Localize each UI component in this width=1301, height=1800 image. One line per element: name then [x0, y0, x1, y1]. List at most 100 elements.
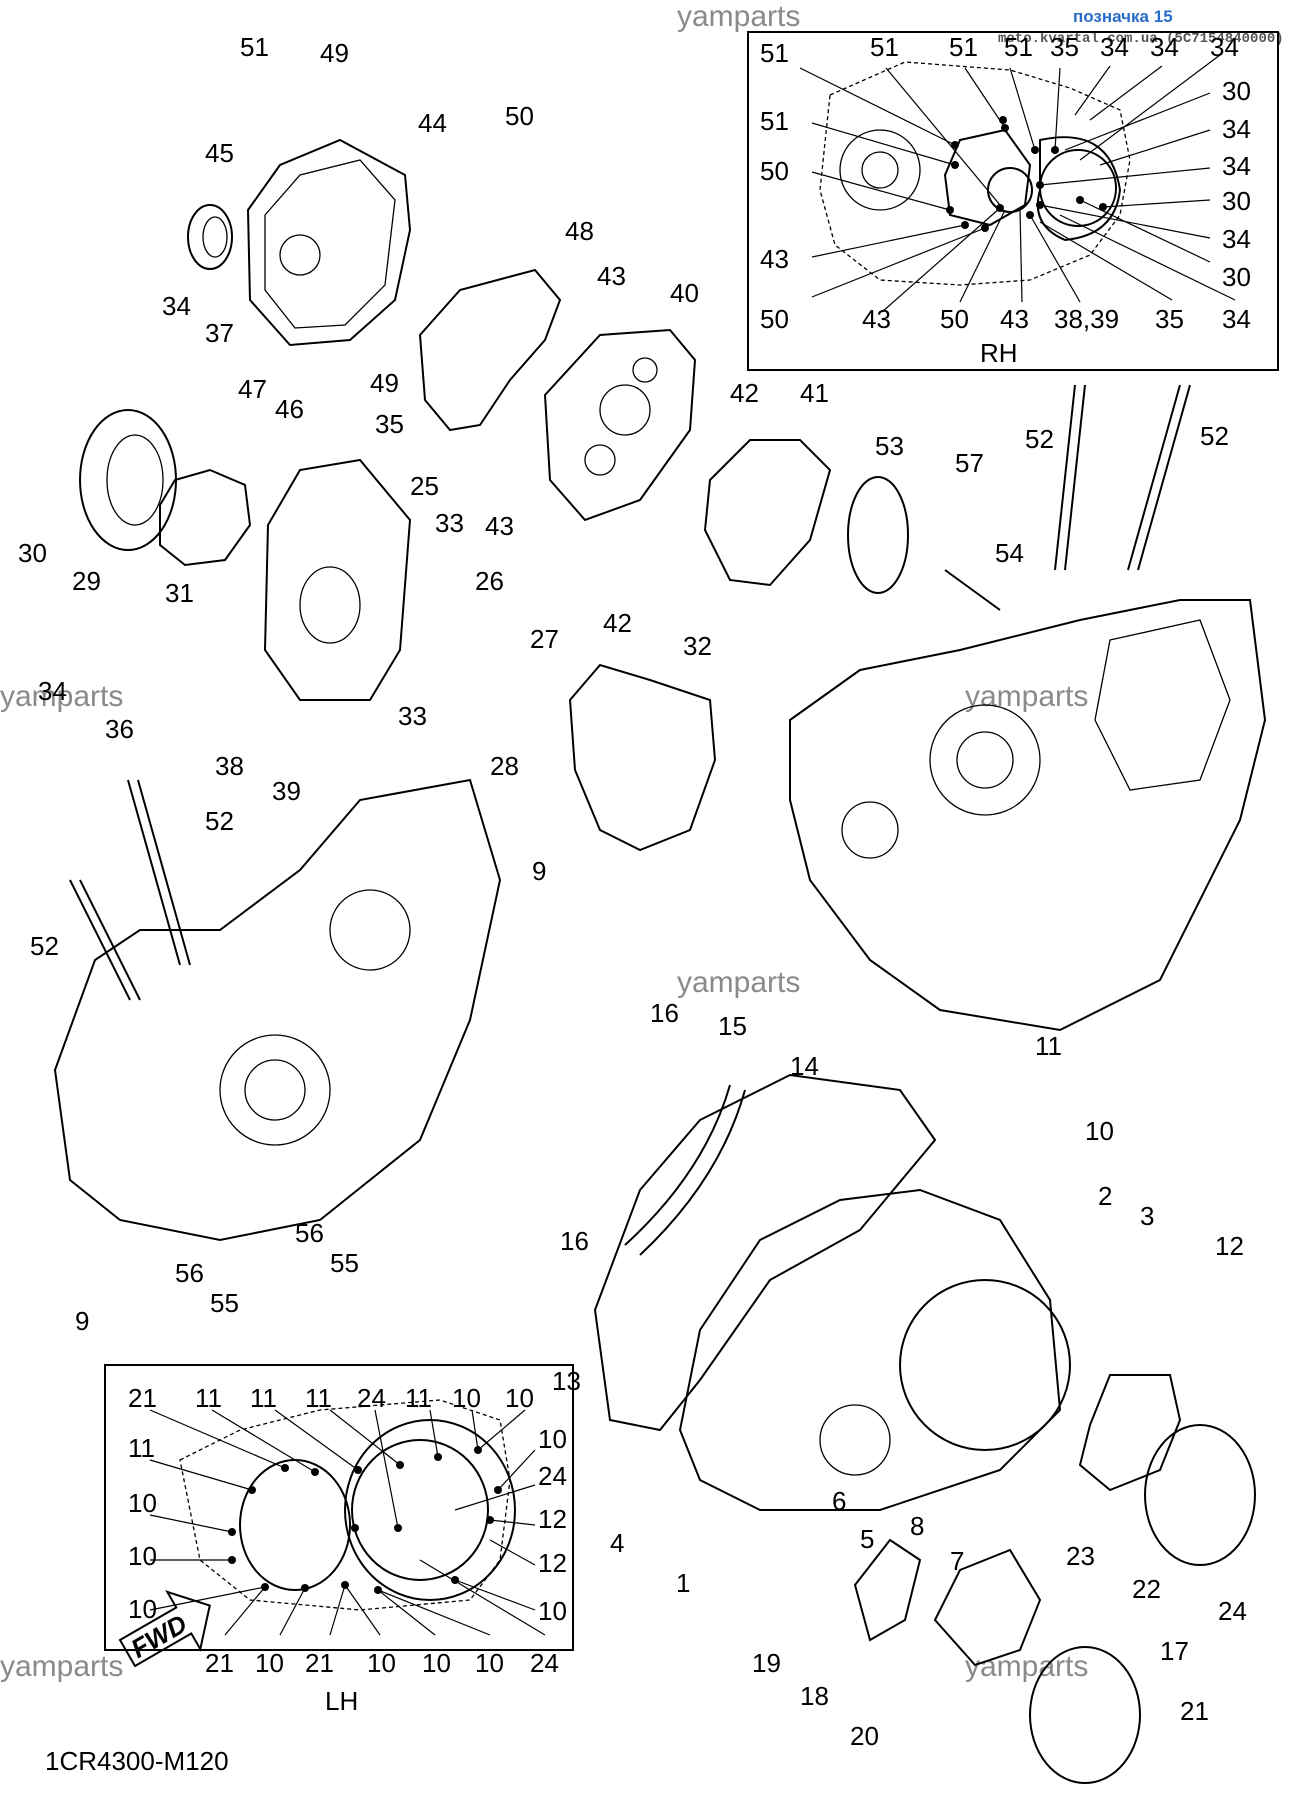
- part-41-gasket: [703, 439, 832, 587]
- source-caption: moto.kvartal.com.ua (5C7154840000): [998, 31, 1284, 47]
- callout: 42: [730, 378, 759, 408]
- callout: 34: [1222, 151, 1251, 181]
- callout: 53: [875, 431, 904, 461]
- callout: 29: [72, 566, 101, 596]
- callout: 1: [676, 1568, 690, 1598]
- part-4-gasket: [593, 1073, 937, 1432]
- callout: 38,39: [1054, 304, 1119, 334]
- callout: 12: [538, 1548, 567, 1578]
- callout: 9: [75, 1306, 89, 1336]
- callout: 10: [538, 1596, 567, 1626]
- callout: 34: [1100, 32, 1129, 62]
- callout: 10: [128, 1541, 157, 1571]
- part-45-seal: [187, 204, 233, 270]
- callout: 19: [752, 1648, 781, 1678]
- callout: 34: [1222, 304, 1251, 334]
- watermark: yamparts: [965, 1650, 1088, 1683]
- callout: 15: [718, 1011, 747, 1041]
- callout: 34: [162, 291, 191, 321]
- callout: 51: [1004, 32, 1033, 62]
- callout: 55: [330, 1248, 359, 1278]
- callout: 51: [760, 38, 789, 68]
- callout: 12: [538, 1504, 567, 1534]
- part-1-cover: [678, 1188, 1071, 1511]
- callout: 21: [128, 1383, 157, 1413]
- watermark: yamparts: [677, 0, 800, 33]
- watermark: yamparts: [677, 966, 800, 999]
- inset-title-lh: LH: [325, 1686, 358, 1716]
- part-29-plate: [79, 409, 177, 551]
- callout: 9: [532, 856, 546, 886]
- callout: 30: [1222, 76, 1251, 106]
- crankcase-right: [789, 599, 1267, 1032]
- watermark: yamparts: [965, 680, 1088, 713]
- callout: 50: [505, 101, 534, 131]
- callout: 14: [790, 1051, 819, 1081]
- callout: 5: [860, 1524, 874, 1554]
- callout: 10: [255, 1648, 284, 1678]
- part-48-gasket: [418, 268, 562, 432]
- callout: 4: [610, 1528, 624, 1558]
- callout: 11: [250, 1383, 277, 1413]
- callout: 52: [30, 931, 59, 961]
- callout: 10: [128, 1488, 157, 1518]
- callout: 24: [357, 1383, 386, 1413]
- lh-cover-sketch: [179, 1399, 516, 1611]
- callout: 11: [195, 1383, 222, 1413]
- callout: 13: [552, 1366, 581, 1396]
- lh-callouts: 21 11 11 11 24 11 10 10 11 10 10 24 12 1…: [128, 1383, 567, 1716]
- part-14-guide: [624, 1084, 746, 1256]
- part-25-housing: [263, 458, 412, 701]
- part-23-gasket: [1078, 1374, 1182, 1492]
- lh-inset-frame: [104, 1364, 574, 1651]
- callout: 34: [1222, 114, 1251, 144]
- callout: 34: [1150, 32, 1179, 62]
- callout: 42: [603, 608, 632, 638]
- callout: 11: [305, 1383, 332, 1413]
- callout: 30: [1222, 262, 1251, 292]
- callout: 3: [1140, 1201, 1154, 1231]
- callout: 10: [538, 1424, 567, 1454]
- rh-leader-lines: [799, 54, 1236, 313]
- callout: 35: [1155, 304, 1184, 334]
- callout: 49: [320, 38, 349, 68]
- callout: 31: [165, 578, 194, 608]
- callout: 20: [850, 1721, 879, 1751]
- callout: 52: [1200, 421, 1229, 451]
- callout: 43: [862, 304, 891, 334]
- callout: 51: [949, 32, 978, 62]
- callout: 51: [240, 32, 269, 62]
- callout: 52: [205, 806, 234, 836]
- callout: 43: [485, 511, 514, 541]
- callout: 30: [1222, 186, 1251, 216]
- studs-52-lower: [69, 779, 191, 1001]
- callout: 24: [530, 1648, 559, 1678]
- part-53-oring: [847, 476, 909, 594]
- callout: 27: [530, 624, 559, 654]
- callout: 18: [800, 1681, 829, 1711]
- callout: 21: [205, 1648, 234, 1678]
- callout: 16: [560, 1226, 589, 1256]
- callout: 43: [597, 261, 626, 291]
- callout: 37: [205, 318, 234, 348]
- callout: 47: [238, 374, 267, 404]
- rh-callouts: 51 51 51 51 35 34 34 34 51 30 34 50 34 3…: [760, 32, 1251, 368]
- inset-title-rh: RH: [980, 338, 1018, 368]
- rh-inset-frame: [747, 31, 1279, 371]
- callout: 41: [800, 378, 829, 408]
- callout: 57: [955, 448, 984, 478]
- rh-cover-sketch: [819, 61, 1131, 286]
- callout: 34: [1222, 224, 1251, 254]
- callout: 10: [367, 1648, 396, 1678]
- part-18-bracket: [853, 1538, 922, 1642]
- callout: 21: [1180, 1696, 1209, 1726]
- lh-leader-lines: [149, 1409, 546, 1636]
- callout: 51: [870, 32, 899, 62]
- callout: 49: [370, 368, 399, 398]
- crankcase-left: [53, 778, 502, 1242]
- callout: 12: [1215, 1231, 1244, 1261]
- callout: 10: [505, 1383, 534, 1413]
- callout: 32: [683, 631, 712, 661]
- page-badge: позначка 15: [1073, 7, 1173, 26]
